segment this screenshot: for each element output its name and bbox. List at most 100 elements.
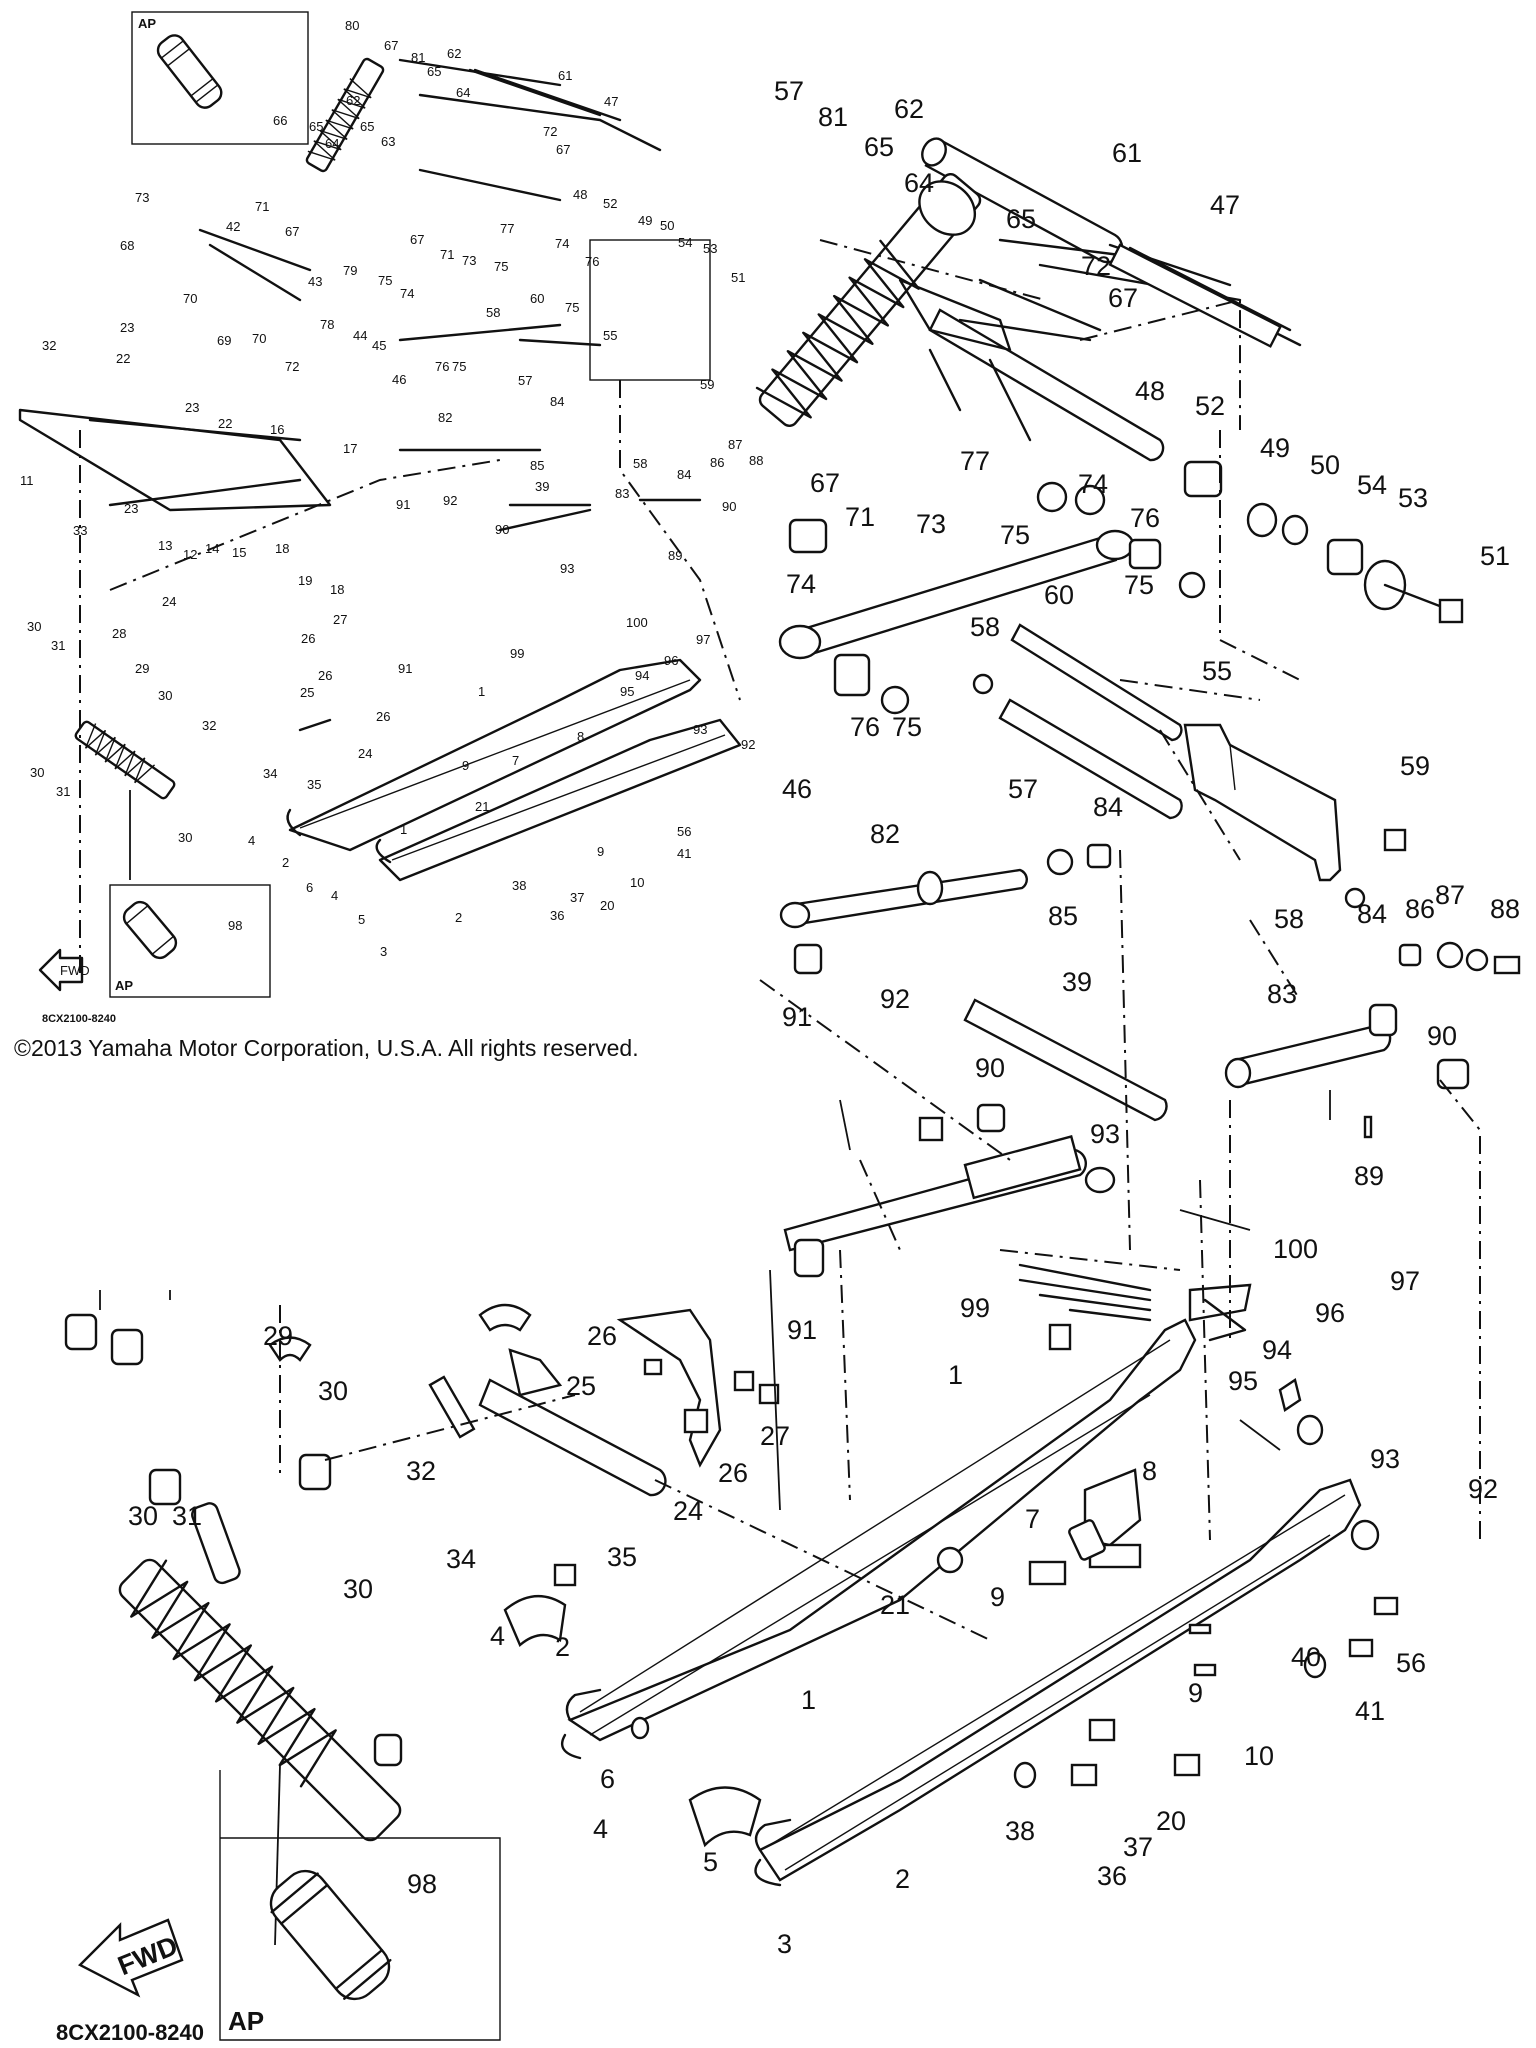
callout-c62: 62 <box>894 94 924 124</box>
overview-rods <box>298 239 711 732</box>
callout-c71: 71 <box>845 502 875 532</box>
callout-c67b: 67 <box>810 468 840 498</box>
callout-c3: 3 <box>777 1929 792 1959</box>
bracket-55 <box>1183 723 1407 882</box>
callout-c95: 95 <box>1228 1366 1258 1396</box>
callout-c48: 48 <box>1135 376 1165 406</box>
overview-callout-s55: 55 <box>603 328 617 343</box>
overview-callout-s62a: 62 <box>447 46 461 61</box>
callout-c99: 99 <box>960 1293 990 1323</box>
overview-ap-label-bottom: AP <box>115 978 133 993</box>
overview-callout-s86: 86 <box>710 455 724 470</box>
overview-callout-s18b: 18 <box>330 582 344 597</box>
overview-callout-s47: 47 <box>604 94 618 109</box>
callout-c75b: 75 <box>1124 570 1154 600</box>
callout-c76b: 76 <box>850 712 880 742</box>
damper-rod <box>783 1135 1087 1278</box>
overview-callout-s13: 13 <box>158 538 172 553</box>
overview-callout-s22b: 22 <box>218 416 232 431</box>
overview-callout-s26a: 26 <box>301 631 315 646</box>
overview-callout-s93a: 93 <box>560 561 574 576</box>
callout-c86: 86 <box>1405 894 1435 924</box>
overview-callout-s18a: 18 <box>275 541 289 556</box>
callout-c56: 56 <box>1396 1648 1426 1678</box>
callout-c74b: 74 <box>786 569 816 599</box>
callout-c9a: 9 <box>990 1582 1005 1612</box>
callout-c51: 51 <box>1480 541 1510 571</box>
overview-callout-s90b: 90 <box>495 522 509 537</box>
callout-c91b: 91 <box>787 1315 817 1345</box>
overview-callout-s93b: 93 <box>693 722 707 737</box>
callout-c92b: 92 <box>1468 1474 1498 1504</box>
callout-c27: 27 <box>760 1421 790 1451</box>
overview-callout-s73a: 73 <box>135 190 149 205</box>
callout-c57: 57 <box>774 76 804 106</box>
callout-c75c: 75 <box>892 712 922 742</box>
callout-c57b: 57 <box>1008 774 1038 804</box>
callout-c58a: 58 <box>970 612 1000 642</box>
overview-callout-s60: 60 <box>530 291 544 306</box>
overview-callout-s96: 96 <box>664 653 678 668</box>
overview-callout-s33: 33 <box>73 523 87 538</box>
overview-callout-s10: 10 <box>630 875 644 890</box>
link-rod-73 <box>778 529 1135 660</box>
callout-c59: 59 <box>1400 751 1430 781</box>
overview-callout-s19: 19 <box>298 573 312 588</box>
callout-c1b: 1 <box>801 1685 816 1715</box>
overview-callout-s81: 81 <box>411 50 425 65</box>
overview-callout-s67d: 67 <box>410 232 424 247</box>
callout-c61: 61 <box>1112 138 1142 168</box>
callout-c29: 29 <box>263 1321 293 1351</box>
callout-c5: 5 <box>703 1847 718 1877</box>
overview-callout-s32b: 32 <box>202 718 216 733</box>
callout-c25: 25 <box>566 1371 596 1401</box>
overview-callout-s43: 43 <box>308 274 322 289</box>
overview-callout-s74b: 74 <box>400 286 414 301</box>
overview-callout-s69: 69 <box>217 333 231 348</box>
callout-c91a: 91 <box>782 1002 812 1032</box>
shock-absorber-detail <box>755 173 982 427</box>
bushings-71-76 <box>788 481 1206 715</box>
callout-c53: 53 <box>1398 483 1428 513</box>
callout-c21: 21 <box>880 1590 910 1620</box>
overview-callout-s49: 49 <box>638 213 652 228</box>
callout-c73: 73 <box>916 509 946 539</box>
overview-callout-s26b: 26 <box>318 668 332 683</box>
callout-c9b: 9 <box>1188 1678 1203 1708</box>
overview-callout-s82: 82 <box>438 410 452 425</box>
overview-callout-s95: 95 <box>620 684 634 699</box>
callout-c2a: 2 <box>555 1632 570 1662</box>
callout-c20: 20 <box>1156 1806 1186 1836</box>
rear-shock-detail <box>118 1558 402 1842</box>
overview-callout-s20: 20 <box>600 898 614 913</box>
overview-callout-s65a: 65 <box>427 64 441 79</box>
callout-c34: 34 <box>446 1544 476 1574</box>
springs-99-100 <box>1018 1263 1252 1342</box>
callout-c72: 72 <box>1081 251 1111 281</box>
callout-c46: 46 <box>782 774 812 804</box>
overview-callout-s11: 11 <box>20 473 34 488</box>
overview-callout-s45: 45 <box>372 338 386 353</box>
overview-callout-s77: 77 <box>500 221 514 236</box>
shaft-48 <box>898 278 1165 462</box>
overview-callout-s75a: 75 <box>494 259 508 274</box>
overview-callout-s89: 89 <box>668 548 682 563</box>
callout-c47: 47 <box>1210 190 1240 220</box>
ap-inset-large: AP <box>219 1770 501 2041</box>
overview-callout-s46: 46 <box>392 372 406 387</box>
callout-c2b: 2 <box>895 1864 910 1894</box>
callout-c90a: 90 <box>975 1053 1005 1083</box>
overview-callout-s65c: 65 <box>360 119 374 134</box>
overview-callout-s59: 59 <box>700 377 714 392</box>
overview-callout-s16: 16 <box>270 422 284 437</box>
overview-leader-lines <box>79 380 741 980</box>
callout-c97: 97 <box>1390 1266 1420 1296</box>
overview-callout-s23b: 23 <box>185 400 199 415</box>
overview-callout-s27: 27 <box>333 612 347 627</box>
overview-callout-s76b: 76 <box>435 359 449 374</box>
overview-callout-s83: 83 <box>615 486 629 501</box>
arm-83 <box>1224 941 1521 1090</box>
overview-callout-s2a: 2 <box>282 855 289 870</box>
callout-c88: 88 <box>1490 894 1520 924</box>
rod-82 <box>779 868 1028 929</box>
